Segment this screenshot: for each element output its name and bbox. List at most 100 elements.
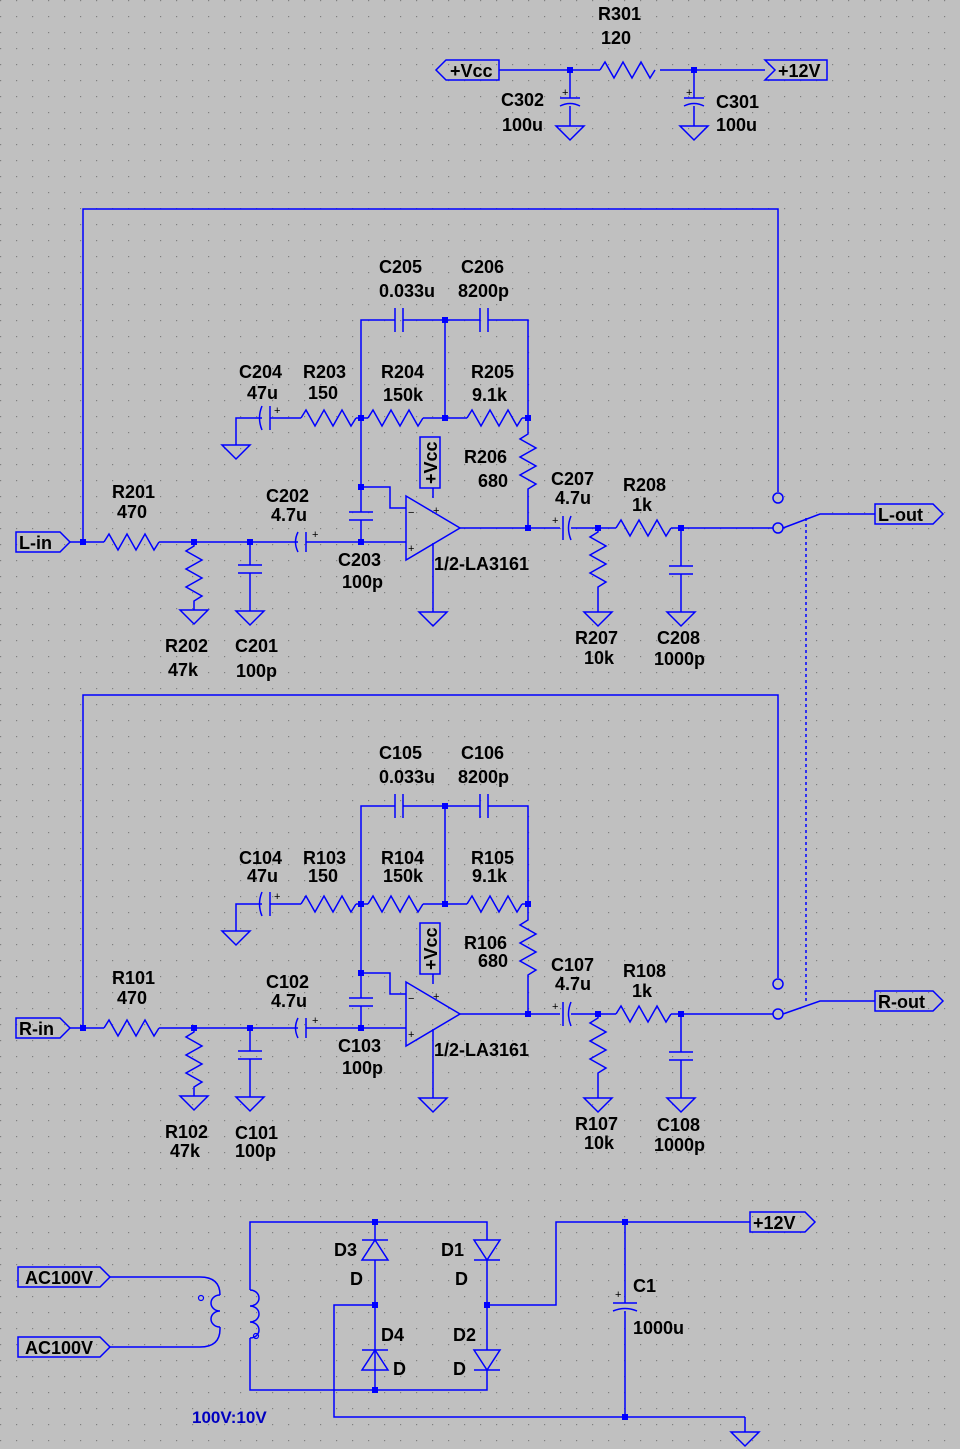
d2-symbol bbox=[472, 1349, 502, 1372]
d1-value: D bbox=[455, 1269, 468, 1289]
r207-value: 10k bbox=[584, 648, 615, 668]
c206-value: 8200p bbox=[458, 281, 509, 301]
svg-text:+: + bbox=[686, 87, 692, 99]
c103-value: 100p bbox=[342, 1058, 383, 1078]
l-vcc-label: +Vcc bbox=[421, 441, 441, 484]
ac2-flag-shape bbox=[17, 1336, 112, 1358]
r107-value: 10k bbox=[584, 1133, 615, 1153]
svg-text:+: + bbox=[552, 1001, 558, 1013]
power-supply: + AC100V AC100V +12V 100V:10V D3 D D1 D … bbox=[17, 1211, 817, 1448]
svg-text:+: + bbox=[408, 1029, 414, 1041]
c201-value: 100p bbox=[236, 661, 277, 681]
d4-ref: D4 bbox=[381, 1325, 404, 1345]
r201-value: 470 bbox=[117, 502, 147, 522]
d4-value: D bbox=[393, 1359, 406, 1379]
r-vcc-label: +Vcc bbox=[421, 927, 441, 970]
svg-text:+: + bbox=[274, 405, 280, 417]
r204-value: 150k bbox=[383, 385, 424, 405]
vcc-flag-shape bbox=[434, 59, 500, 81]
r105-value: 9.1k bbox=[472, 866, 508, 886]
svg-text:+: + bbox=[312, 1015, 318, 1027]
supply-12v-flag-shape bbox=[749, 1211, 817, 1233]
svg-text:+: + bbox=[433, 505, 439, 517]
d3-value: D bbox=[350, 1269, 363, 1289]
l-out-flag-shape bbox=[874, 503, 945, 525]
d2-value: D bbox=[453, 1359, 466, 1379]
c301-ref: C301 bbox=[716, 92, 759, 112]
c102-ref: C102 bbox=[266, 972, 309, 992]
r-out-flag-shape bbox=[874, 990, 945, 1012]
d2-ref: D2 bbox=[453, 1325, 476, 1345]
r206-value: 680 bbox=[478, 471, 508, 491]
v12-flag: +12V bbox=[778, 61, 821, 81]
c1-ref: C1 bbox=[633, 1276, 656, 1296]
svg-text:+: + bbox=[433, 991, 439, 1003]
c107-value: 4.7u bbox=[555, 974, 591, 994]
c302-value: 100u bbox=[502, 115, 543, 135]
svg-text:+: + bbox=[274, 891, 280, 903]
c201-ref: C201 bbox=[235, 636, 278, 656]
r102-ref: R102 bbox=[165, 1122, 208, 1142]
c107-ref: C107 bbox=[551, 955, 594, 975]
l-out-flag: L-out bbox=[878, 505, 923, 525]
c103-ref: C103 bbox=[338, 1036, 381, 1056]
r202-value: 47k bbox=[168, 660, 199, 680]
c204-ref: C204 bbox=[239, 362, 282, 382]
d1-ref: D1 bbox=[441, 1240, 464, 1260]
c108-ref: C108 bbox=[657, 1115, 700, 1135]
power-filter: + + +Vcc +12V R301 120 C302 100u C301 10… bbox=[434, 4, 828, 142]
v12-flag-shape bbox=[763, 59, 828, 81]
r301-symbol bbox=[599, 60, 656, 80]
r204-ref: R204 bbox=[381, 362, 424, 382]
r103-value: 150 bbox=[308, 866, 338, 886]
right-channel: − + + + + + R-in R-out +Vcc 1/2-LA3161 R… bbox=[15, 694, 945, 1161]
r106-value: 680 bbox=[478, 951, 508, 971]
svg-text:+: + bbox=[408, 543, 414, 555]
r108-ref: R108 bbox=[623, 961, 666, 981]
left-channel: − + + + + + L-in L-out +Vcc 1/2-LA3161 R… bbox=[15, 208, 945, 681]
c208-value: 1000p bbox=[654, 649, 705, 669]
c202-ref: C202 bbox=[266, 486, 309, 506]
c203-value: 100p bbox=[342, 572, 383, 592]
c205-ref: C205 bbox=[379, 257, 422, 277]
c203-ref: C203 bbox=[338, 550, 381, 570]
c108-value: 1000p bbox=[654, 1135, 705, 1155]
r208-ref: R208 bbox=[623, 475, 666, 495]
l-in-flag-shape bbox=[15, 531, 72, 553]
c202-value: 4.7u bbox=[271, 505, 307, 525]
r101-ref: R101 bbox=[112, 968, 155, 988]
c104-ref: C104 bbox=[239, 848, 282, 868]
r208-value: 1k bbox=[632, 495, 653, 515]
r101-value: 470 bbox=[117, 988, 147, 1008]
r301-ref: R301 bbox=[598, 4, 641, 24]
c301-value: 100u bbox=[716, 115, 757, 135]
r-in-flag: R-in bbox=[19, 1019, 54, 1039]
svg-text:+: + bbox=[615, 1289, 621, 1301]
c206-ref: C206 bbox=[461, 257, 504, 277]
c207-ref: C207 bbox=[551, 469, 594, 489]
r102-value: 47k bbox=[170, 1141, 201, 1161]
r103-ref: R103 bbox=[303, 848, 346, 868]
r106-ref: R106 bbox=[464, 933, 507, 953]
r203-value: 150 bbox=[308, 383, 338, 403]
c101-value: 100p bbox=[235, 1141, 276, 1161]
svg-text:−: − bbox=[408, 507, 414, 519]
c106-value: 8200p bbox=[458, 767, 509, 787]
svg-text:+: + bbox=[312, 529, 318, 541]
c102-value: 4.7u bbox=[271, 991, 307, 1011]
r205-value: 9.1k bbox=[472, 385, 508, 405]
l-opamp-label: 1/2-LA3161 bbox=[434, 554, 529, 574]
r207-ref: R207 bbox=[575, 628, 618, 648]
r105-ref: R105 bbox=[471, 848, 514, 868]
c302-ref: C302 bbox=[501, 90, 544, 110]
c104-value: 47u bbox=[247, 866, 278, 886]
ac1-flag: AC100V bbox=[25, 1268, 93, 1288]
r301-value: 120 bbox=[601, 28, 631, 48]
c105-ref: C105 bbox=[379, 743, 422, 763]
r201-ref: R201 bbox=[112, 482, 155, 502]
c204-value: 47u bbox=[247, 383, 278, 403]
r104-ref: R104 bbox=[381, 848, 424, 868]
r206-ref: R206 bbox=[464, 447, 507, 467]
l-in-flag: L-in bbox=[19, 533, 52, 553]
